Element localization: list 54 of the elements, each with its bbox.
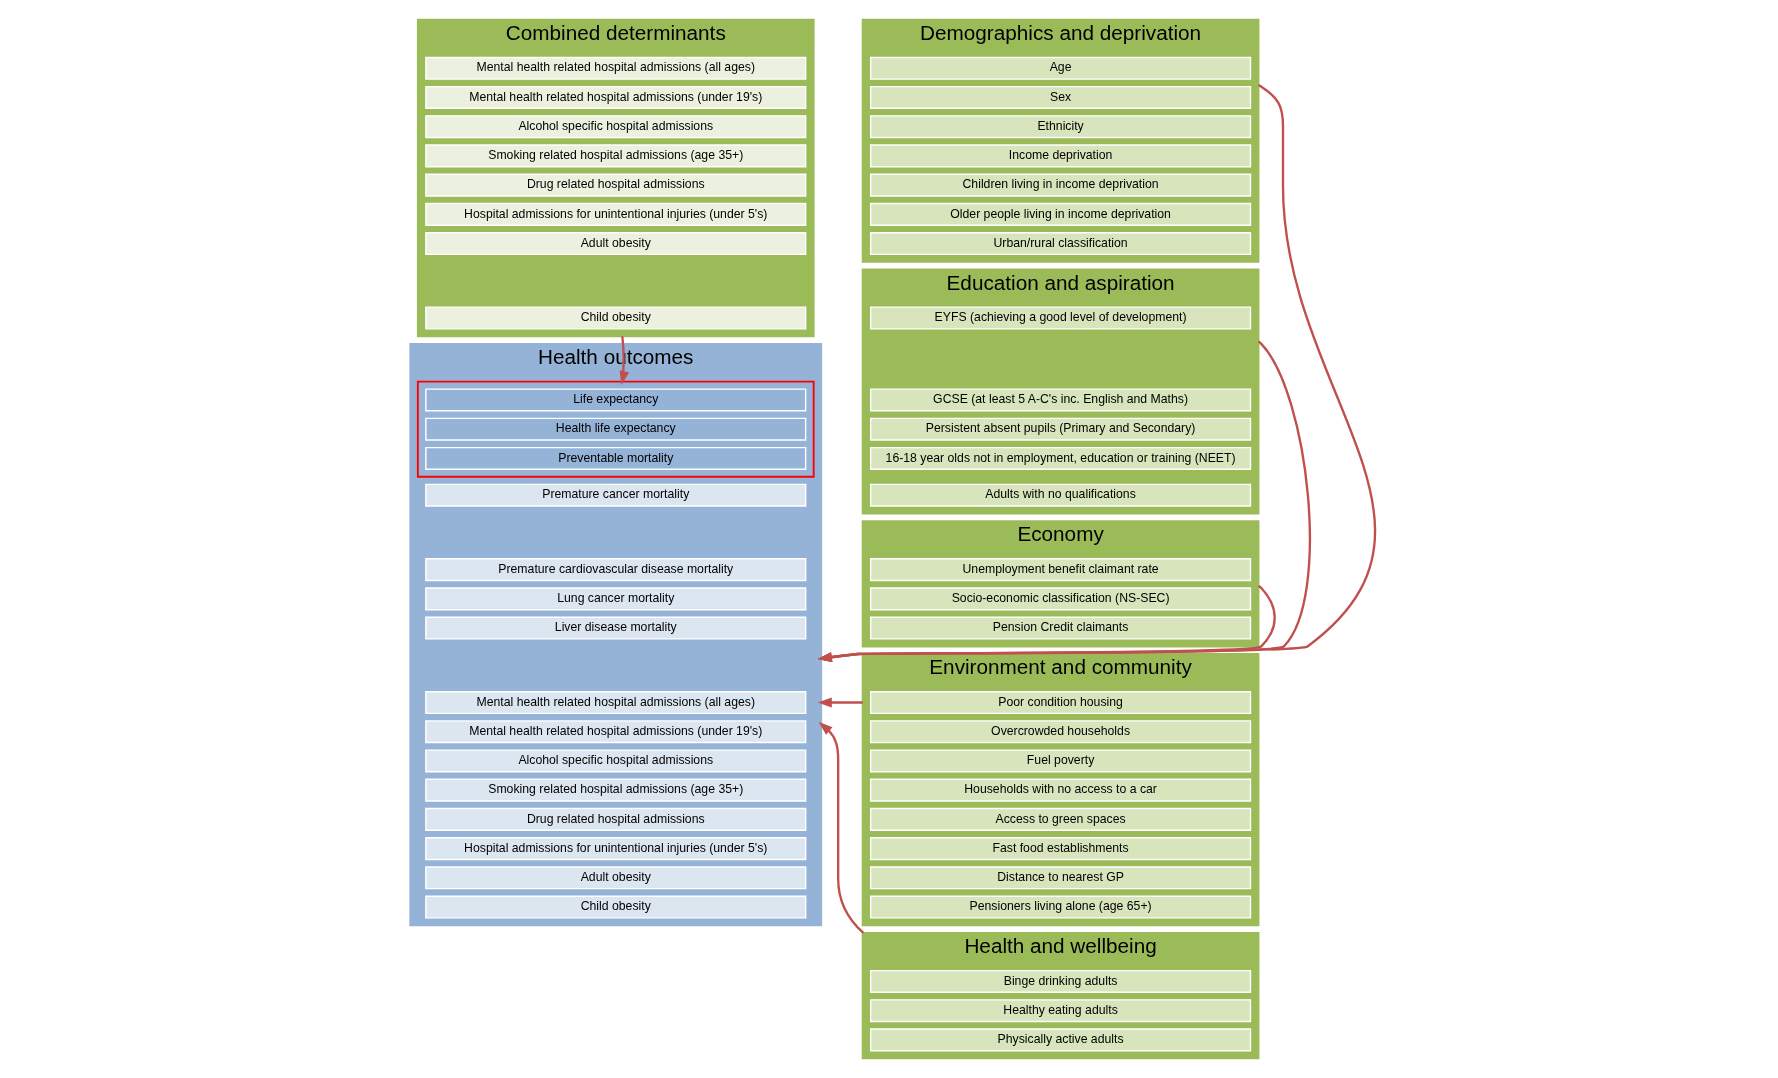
node-box: Alcohol specific hospital admissions bbox=[425, 749, 807, 773]
node-box: Smoking related hospital admissions (age 35+) bbox=[425, 144, 807, 168]
node-box: Alcohol specific hospital admissions bbox=[425, 115, 807, 139]
node-box: Persistent absent pupils (Primary and Secondary) bbox=[869, 417, 1252, 441]
node-box: Pensioners living alone (age 65+) bbox=[869, 895, 1252, 919]
arrow bbox=[817, 697, 863, 708]
node-box: Drug related hospital admissions bbox=[425, 807, 807, 831]
node-box: Liver disease mortality bbox=[425, 616, 807, 640]
node-box: Fuel poverty bbox=[869, 749, 1252, 773]
node-box: Adult obesity bbox=[425, 866, 807, 890]
node-box: Mental health related hospital admissions (all ages) bbox=[425, 56, 807, 80]
node-box: Overcrowded households bbox=[869, 720, 1252, 744]
node-box: Distance to nearest GP bbox=[869, 866, 1252, 890]
node-box: Premature cancer mortality bbox=[425, 483, 807, 507]
node-box: Hospital admissions for unintentional injuries (under 5's) bbox=[425, 837, 807, 861]
node-box: Socio-economic classification (NS-SEC) bbox=[869, 587, 1252, 611]
node-box: Older people living in income deprivation bbox=[869, 202, 1252, 226]
node-box: Binge drinking adults bbox=[869, 969, 1252, 993]
cluster bbox=[416, 380, 815, 478]
node-box: Smoking related hospital admissions (age 35+) bbox=[425, 778, 807, 802]
node-box: Mental health related hospital admissions (all ages) bbox=[425, 690, 807, 715]
node-box: Lung cancer mortality bbox=[425, 587, 807, 611]
node-box: Unemployment benefit claimant rate bbox=[869, 558, 1252, 582]
node-box: Preventable mortality bbox=[425, 446, 807, 470]
node-box: Physically active adults bbox=[869, 1028, 1252, 1052]
node-box: Health life expectancy bbox=[425, 417, 807, 441]
node-box: Drug related hospital admissions bbox=[425, 173, 807, 197]
node-box: EYFS (achieving a good level of development) bbox=[869, 306, 1252, 330]
node-box: Life expectancy bbox=[425, 388, 807, 412]
arrow bbox=[817, 84, 1376, 663]
node-box: Fast food establishments bbox=[869, 837, 1252, 861]
node-box: Age bbox=[869, 56, 1252, 80]
node-box: Child obesity bbox=[425, 895, 807, 919]
node-box: Ethnicity bbox=[869, 115, 1252, 139]
node-box: Children living in income deprivation bbox=[869, 173, 1252, 197]
node-box: Child obesity bbox=[425, 306, 807, 330]
node-box: Mental health related hospital admissions (under 19's) bbox=[425, 720, 807, 744]
node-box: Healthy eating adults bbox=[869, 999, 1252, 1023]
node-box: Urban/rural classification bbox=[869, 232, 1252, 256]
node-box: Income deprivation bbox=[869, 144, 1252, 168]
node-box: Mental health related hospital admissions (under 19's) bbox=[425, 85, 807, 110]
node-box: Households with no access to a car bbox=[869, 778, 1252, 802]
node-box: Adults with no qualifications bbox=[869, 483, 1252, 507]
node-box: Poor condition housing bbox=[869, 690, 1252, 715]
node-box: Adult obesity bbox=[425, 232, 807, 256]
node-box: GCSE (at least 5 A-C's inc. English and Maths) bbox=[869, 388, 1252, 412]
node-box: 16-18 year olds not in employment, education or training (NEET) bbox=[869, 446, 1252, 470]
node-box: Premature cardiovascular disease mortality bbox=[425, 558, 807, 582]
node-box: Sex bbox=[869, 85, 1252, 110]
arrow bbox=[818, 721, 865, 934]
node-box: Pension Credit claimants bbox=[869, 616, 1252, 640]
node-box: Access to green spaces bbox=[869, 807, 1252, 831]
node-box: Hospital admissions for unintentional injuries (under 5's) bbox=[425, 202, 807, 226]
arrow bbox=[817, 340, 1311, 663]
